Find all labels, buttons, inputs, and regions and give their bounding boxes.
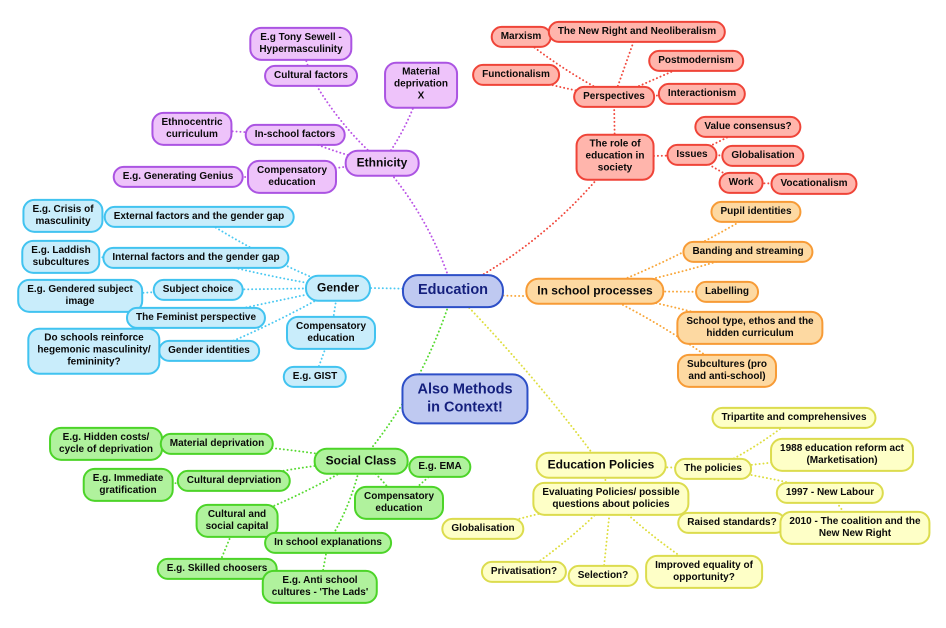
mindmap-node-also_methods[interactable]: Also Methods in Context!	[401, 373, 529, 425]
mindmap-node-gist[interactable]: E.g. GIST	[282, 365, 348, 389]
mindmap-node-pupil_identities[interactable]: Pupil identities	[710, 200, 802, 224]
mindmap-node-material_deprivation_eth[interactable]: Material deprivation X	[384, 61, 458, 109]
mindmap-node-feminist_perspective[interactable]: The Feminist perspective	[125, 306, 267, 330]
mindmap-node-gender[interactable]: Gender	[304, 274, 372, 302]
mindmap-node-school_type[interactable]: School type, ethos and the hidden curric…	[676, 310, 824, 346]
mindmap-edge-education-ethnicity	[381, 162, 454, 292]
mindmap-node-work[interactable]: Work	[718, 171, 764, 195]
mindmap-node-new_labour_1997[interactable]: 1997 - New Labour	[775, 481, 885, 505]
mindmap-node-labelling[interactable]: Labelling	[695, 280, 759, 304]
mindmap-edge-education-role_of_education	[452, 156, 616, 292]
mindmap-node-vocationalism[interactable]: Vocationalism	[770, 172, 858, 196]
mindmap-node-postmodernism[interactable]: Postmodernism	[648, 49, 744, 73]
mindmap-node-internal_factors[interactable]: Internal factors and the gender gap	[102, 246, 290, 270]
mindmap-node-laddish_subcultures[interactable]: E.g. Laddish subcultures	[21, 239, 101, 275]
mindmap-node-subject_choice[interactable]: Subject choice	[152, 278, 244, 302]
mindmap-node-do_schools_reinforce[interactable]: Do schools reinforce hegemonic masculini…	[27, 327, 161, 375]
mindmap-edge-issues-value_consensus	[691, 126, 749, 156]
mindmap-node-immediate_gratification[interactable]: E.g. Immediate gratification	[82, 467, 174, 503]
mindmap-node-social_class[interactable]: Social Class	[313, 447, 409, 475]
mindmap-node-in_school_processes[interactable]: In school processes	[525, 277, 665, 305]
mindmap-node-issues[interactable]: Issues	[666, 143, 718, 167]
mindmap-node-the_policies[interactable]: The policies	[674, 457, 752, 481]
mindmap-node-education_policies[interactable]: Education Policies	[535, 451, 667, 479]
mindmap-node-generating_genius[interactable]: E.g. Generating Genius	[112, 165, 244, 189]
mindmap-node-raised_standards[interactable]: Raised standards?	[677, 511, 787, 535]
mindmap-node-in_school_factors[interactable]: In-school factors	[244, 123, 346, 147]
mindmap-node-reform_1988[interactable]: 1988 education reform act (Marketisation…	[770, 437, 914, 473]
mindmap-node-gender_identities[interactable]: Gender identities	[158, 339, 260, 363]
mindmap-node-cultural_deprviation[interactable]: Cultural deprviation	[176, 469, 292, 493]
mindmap-node-ema[interactable]: E.g. EMA	[408, 455, 472, 479]
mindmap-node-ethnicity[interactable]: Ethnicity	[344, 149, 420, 177]
mindmap-node-hidden_costs[interactable]: E.g. Hidden costs/ cycle of deprivation	[49, 426, 163, 462]
mindmap-node-compensatory_education_eth[interactable]: Compensatory education	[246, 159, 338, 195]
mindmap-node-selection[interactable]: Selection?	[567, 564, 639, 588]
mindmap-node-subcultures[interactable]: Subcultures (pro and anti-school)	[676, 353, 778, 389]
mindmap-node-banding_streaming[interactable]: Banding and streaming	[682, 240, 814, 264]
mindmap-node-compensatory_education_gen[interactable]: Compensatory education	[285, 315, 377, 351]
mindmap-node-cultural_factors[interactable]: Cultural factors	[264, 64, 358, 88]
mindmap-edge-in_school_processes-pupil_identities	[594, 211, 757, 292]
mindmap-node-compensatory_education_sc[interactable]: Compensatory education	[353, 485, 445, 521]
mindmap-node-tony_sewell[interactable]: E.g Tony Sewell - Hypermasculinity	[249, 26, 353, 62]
mindmap-node-perspectives[interactable]: Perspectives	[573, 85, 655, 109]
mindmap-node-education[interactable]: Education	[401, 274, 505, 308]
mindmap-node-globalisation_red[interactable]: Globalisation	[721, 144, 805, 168]
mindmap-node-crisis_masculinity[interactable]: E.g. Crisis of masculinity	[22, 198, 104, 234]
mindmap-node-external_factors[interactable]: External factors and the gender gap	[103, 205, 295, 229]
mindmap-node-coalition_2010[interactable]: 2010 - The coalition and the New New Rig…	[779, 510, 931, 546]
mindmap-node-cultural_social_capital[interactable]: Cultural and social capital	[195, 503, 279, 539]
mindmap-node-marxism[interactable]: Marxism	[490, 25, 552, 49]
mindmap-node-skilled_choosers[interactable]: E.g. Skilled choosers	[156, 557, 278, 581]
mindmap-node-improved_equality[interactable]: Improved equality of opportunity?	[645, 554, 763, 590]
mindmap-node-evaluating_policies[interactable]: Evaluating Policies/ possible questions …	[532, 481, 690, 517]
mindmap-node-new_right[interactable]: The New Right and Neoliberalism	[547, 20, 727, 44]
mindmap-node-interactionism[interactable]: Interactionism	[657, 82, 747, 106]
mindmap-node-ethnocentric_curriculum[interactable]: Ethnocentric curriculum	[151, 111, 233, 147]
mindmap-node-privatisation[interactable]: Privatisation?	[480, 560, 568, 584]
mindmap-node-material_deprivation_sc[interactable]: Material deprivation	[159, 432, 275, 456]
mindmap-node-role_of_education[interactable]: The role of education in society	[575, 133, 655, 181]
mindmap-node-gendered_subject_image[interactable]: E.g. Gendered subject image	[17, 278, 143, 314]
mindmap-node-globalisation_yellow[interactable]: Globalisation	[441, 517, 525, 541]
mindmap-node-in_school_explanations[interactable]: In school explanations	[264, 531, 392, 555]
mindmap-node-functionalism[interactable]: Functionalism	[472, 63, 560, 87]
mindmap-node-value_consensus[interactable]: Value consensus?	[694, 115, 802, 139]
mindmap-node-anti_school_cultures[interactable]: E.g. Anti school cultures - 'The Lads'	[261, 569, 379, 605]
mindmap-node-tripartite[interactable]: Tripartite and comprehensives	[711, 406, 877, 430]
